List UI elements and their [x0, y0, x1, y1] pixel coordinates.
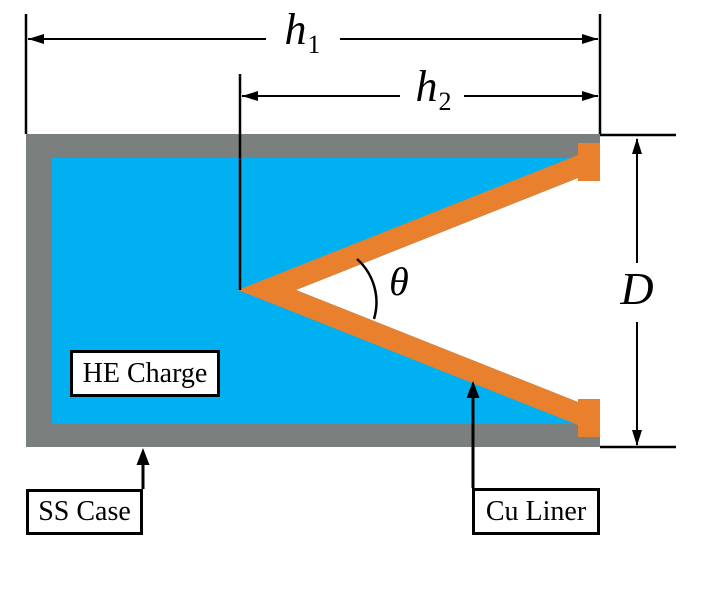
cu-liner-label: Cu Liner [485, 495, 587, 527]
ss-case-label: SS Case [38, 496, 131, 527]
theta-angle-arc [356, 258, 378, 320]
liner-hollow-cavity [296, 178, 600, 402]
cu-liner-callout-box: Cu Liner [472, 488, 600, 535]
cu-liner-arrowhead-icon [466, 381, 480, 398]
cu-liner-bottom-lip [578, 399, 600, 437]
cu-liner-top-limb [238, 155, 578, 290]
cu-liner-bottom-limb [238, 290, 578, 425]
h1-arrowhead-left-icon [28, 34, 44, 44]
h2-arrowhead-right-icon [582, 91, 598, 101]
ss-case-arrowhead-icon [136, 448, 150, 465]
cu-liner-top-lip [578, 143, 600, 181]
d-arrowhead-up-icon [632, 138, 642, 154]
h1-arrowhead-right-icon [582, 34, 598, 44]
he-charge-label: HE Charge [82, 357, 208, 389]
he-charge-callout-box: HE Charge [70, 350, 220, 397]
d-arrowhead-down-icon [632, 430, 642, 446]
h2-arrowhead-left-icon [242, 91, 258, 101]
ss-case-callout-box: SS Case [26, 489, 143, 535]
